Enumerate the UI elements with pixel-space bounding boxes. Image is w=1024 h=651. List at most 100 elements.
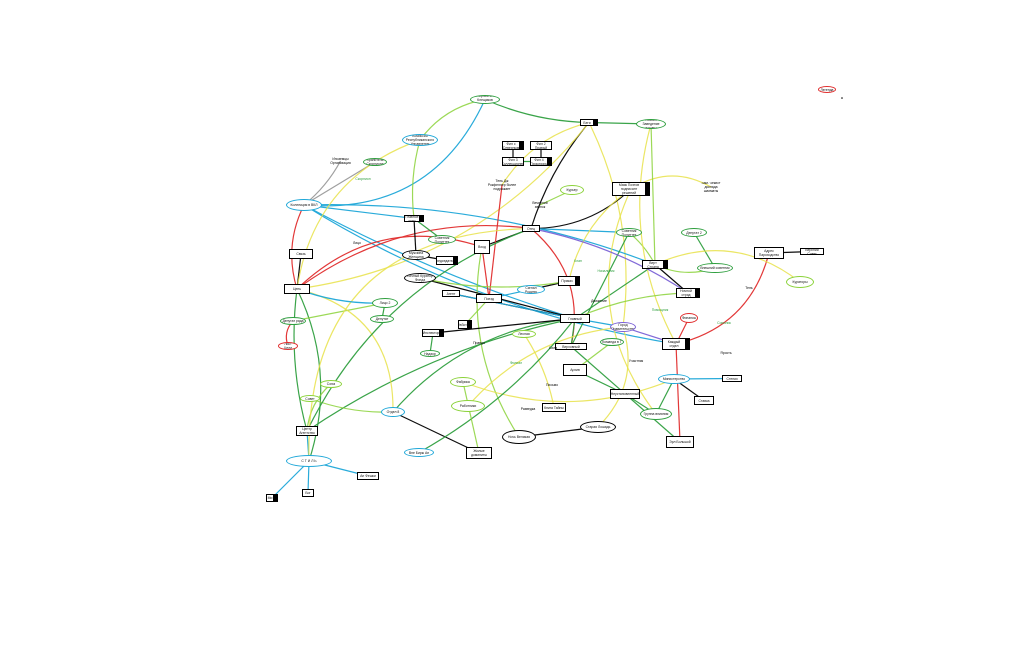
diagram-node[interactable]: Скорпион [355,177,371,181]
diagram-node[interactable]: Верхний Совет [800,248,824,255]
diagram-node[interactable]: С Т И Л Ь [286,455,332,467]
connection-edge [608,188,657,415]
diagram-node[interactable]: Связь [289,249,313,259]
diagram-node[interactable]: Иноземцы Организация [330,157,351,165]
diagram-node[interactable]: Верт Страна [642,260,668,269]
connection-edge [467,326,624,407]
diagram-node[interactable]: Сигнал Родины [517,285,545,294]
diagram-node[interactable]: Советник Политтех [616,228,642,237]
diagram-node[interactable]: Маяк Поэтов подписант решений [612,182,650,196]
diagram-node[interactable]: Книга Тайны [542,403,566,412]
diagram-node[interactable]: Фил 3 Коллекционер [502,157,524,166]
edge-label: Лицо [353,241,361,245]
diagram-node[interactable]: Фабрика [450,377,476,387]
connection-edge [303,204,656,266]
diagram-node[interactable]: Вечерний звонок [532,201,548,209]
diagram-node[interactable]: Агент [442,290,460,297]
diagram-node[interactable]: Жилые доминиты [466,447,492,459]
diagram-node[interactable]: Тень Дж Рокфеллер более подражает [487,179,517,191]
diagram-node[interactable]: Эрнесто Клещиков (главарь в цеп) [470,95,500,104]
connection-edge [411,139,421,219]
diagram-node[interactable]: Советник Политтех [428,235,456,244]
diagram-node[interactable]: Город Правительство [610,322,636,332]
diagram-node[interactable]: Легенда [818,86,836,93]
diagram-node[interactable]: Ставка [694,396,714,405]
diagram-node[interactable]: Внешний советник [697,263,733,273]
diagram-node[interactable]: Отец [522,225,540,232]
connection-edge [462,378,675,403]
diagram-node[interactable]: Хранитель Скорпиона [363,158,387,166]
connection-edge [675,252,770,345]
diagram-node[interactable]: Депутат [370,315,394,323]
diagram-node[interactable]: Мужчина Женщина [402,250,430,260]
diagram-node[interactable]: Личный Куратор Фонда [404,273,436,283]
diagram-node[interactable]: Работа [458,320,472,329]
diagram-node[interactable]: Группа влияния [640,408,672,420]
connection-edge [432,317,576,334]
diagram-node[interactable]: Депутат 2 [681,228,707,237]
diagram-node[interactable]: Надзор [420,350,440,357]
diagram-node[interactable]: Министерство [658,374,690,384]
diagram-node[interactable]: Совет [300,395,320,402]
diagram-node[interactable]: Беги [580,119,598,126]
diagram-node[interactable]: Зам. Чекист доклада шахматы [701,182,721,192]
diagram-node[interactable]: Цепь [284,284,310,294]
edge-label: Разведка [520,407,536,411]
diagram-node[interactable]: Работники [451,400,485,412]
diagram-node[interactable]: Ночь Великая [502,430,536,444]
diagram-node[interactable]: Лесная [512,330,536,338]
diagram-node[interactable]: Финансы [680,313,698,323]
diagram-node[interactable]: Вне Бирж Ан [404,448,434,457]
connection-edge [296,122,590,290]
diagram-node[interactable]: Ночной отряд [676,288,700,298]
diagram-node[interactable]: Лист Цели [278,342,298,350]
edge-label: Правда [473,341,485,345]
diagram-node[interactable]: Кураторы [786,276,814,288]
diagram-node[interactable]: Стенки [722,375,742,382]
connection-edge [296,235,483,290]
diagram-node[interactable]: Главный [560,314,590,323]
edge-label: Клан [574,259,582,263]
edge-label: Начальник [597,269,615,273]
diagram-node[interactable]: Союз [320,380,342,388]
diagram-node[interactable]: Верховный [555,343,587,350]
diagram-node[interactable]: Вход [474,240,490,254]
diagram-node[interactable]: Фил 2 Правый [530,141,552,150]
diagram-node[interactable]: Лицо 2 [372,298,398,308]
diagram-node[interactable]: Неустановленный [610,389,640,399]
diagram-node[interactable]: Центр Агентство [296,426,318,436]
diagram-node[interactable]: Приказ [558,276,580,286]
diagram-node[interactable]: Отдел 8 [381,407,405,417]
diagram-node[interactable]: Каждый отдел [662,338,690,350]
diagram-node[interactable]: Инспектор [422,329,444,337]
diagram-node[interactable]: Ми [266,494,278,502]
diagram-node[interactable]: Эрл Большой [666,436,694,448]
diagram-node[interactable]: Главное окно [404,215,424,222]
diagram-node[interactable]: Ан Фешки [357,472,379,480]
connection-edge [574,292,689,320]
connection-edge [523,333,555,408]
edge-label: Письмо [545,383,558,387]
connection-edge [308,227,532,462]
diagram-node[interactable]: Бог [302,489,314,497]
diagram-node[interactable]: Поезд [476,294,502,303]
diagram-node[interactable]: Адрес Пароходство [754,247,784,259]
diagram-node[interactable]: Фил с Северным [502,141,524,150]
stray-dot [841,97,843,99]
edge-label: Движение [591,299,607,303]
diagram-node[interactable]: Коллекция в ВКЛ [286,199,322,211]
connection-edge [296,224,532,290]
connection-edge [476,246,520,438]
diagram-node[interactable]: Депутат ряда [280,317,306,325]
connection-edge [675,343,681,443]
diagram-node[interactable]: Архив [563,364,587,376]
connection-edge [484,98,590,124]
diagram-node[interactable]: Курьер [560,185,584,195]
diagram-node[interactable]: Хозяин Заведение лотуны [636,119,666,129]
diagram-node[interactable]: Фил 4 Прокуроры [530,157,552,166]
diagram-node[interactable]: Председатель [436,256,458,265]
connection-edge [306,317,576,432]
diagram-node[interactable]: Старая Лошадь [580,421,616,433]
diagram-node[interactable]: Комиссия Республиканского Управления [402,134,438,146]
diagram-node[interactable]: Команда в Т [600,338,624,346]
